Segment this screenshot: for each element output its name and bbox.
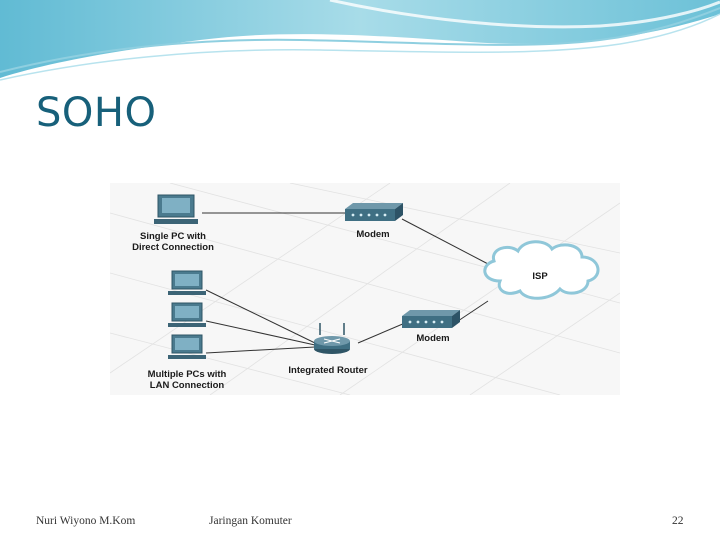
header-wave-decoration	[0, 0, 720, 81]
modem-top-label: Modem	[356, 229, 389, 240]
modem-bottom-label: Modem	[416, 333, 449, 344]
footer-page-number: 22	[672, 515, 684, 527]
footer-author: Nuri Wiyono M.Kom	[36, 515, 136, 527]
multi-pc-label-line2: LAN Connection	[150, 380, 225, 391]
router-label: Integrated Router	[288, 365, 367, 376]
multi-pc-label-line1: Multiple PCs with	[148, 369, 227, 380]
single-pc-label-line2: Direct Connection	[132, 242, 214, 253]
footer-course: Jaringan Komuter	[209, 515, 292, 527]
modem-top-icon	[345, 203, 403, 221]
multi-pc-icon-1	[168, 270, 206, 295]
isp-label: ISP	[532, 271, 548, 282]
soho-network-diagram: Single PC with Direct Connection Modem I…	[110, 183, 620, 395]
modem-bottom-icon	[402, 310, 460, 328]
single-pc-label-line1: Single PC with	[140, 231, 206, 242]
multi-pc-icon-3	[168, 334, 206, 359]
integrated-router-icon	[314, 323, 350, 354]
connection-lines	[202, 212, 491, 354]
isp-cloud-icon	[483, 240, 600, 300]
slide-title: SOHO	[36, 90, 157, 136]
multi-pc-icon-2	[168, 302, 206, 327]
single-pc-icon	[154, 194, 198, 224]
